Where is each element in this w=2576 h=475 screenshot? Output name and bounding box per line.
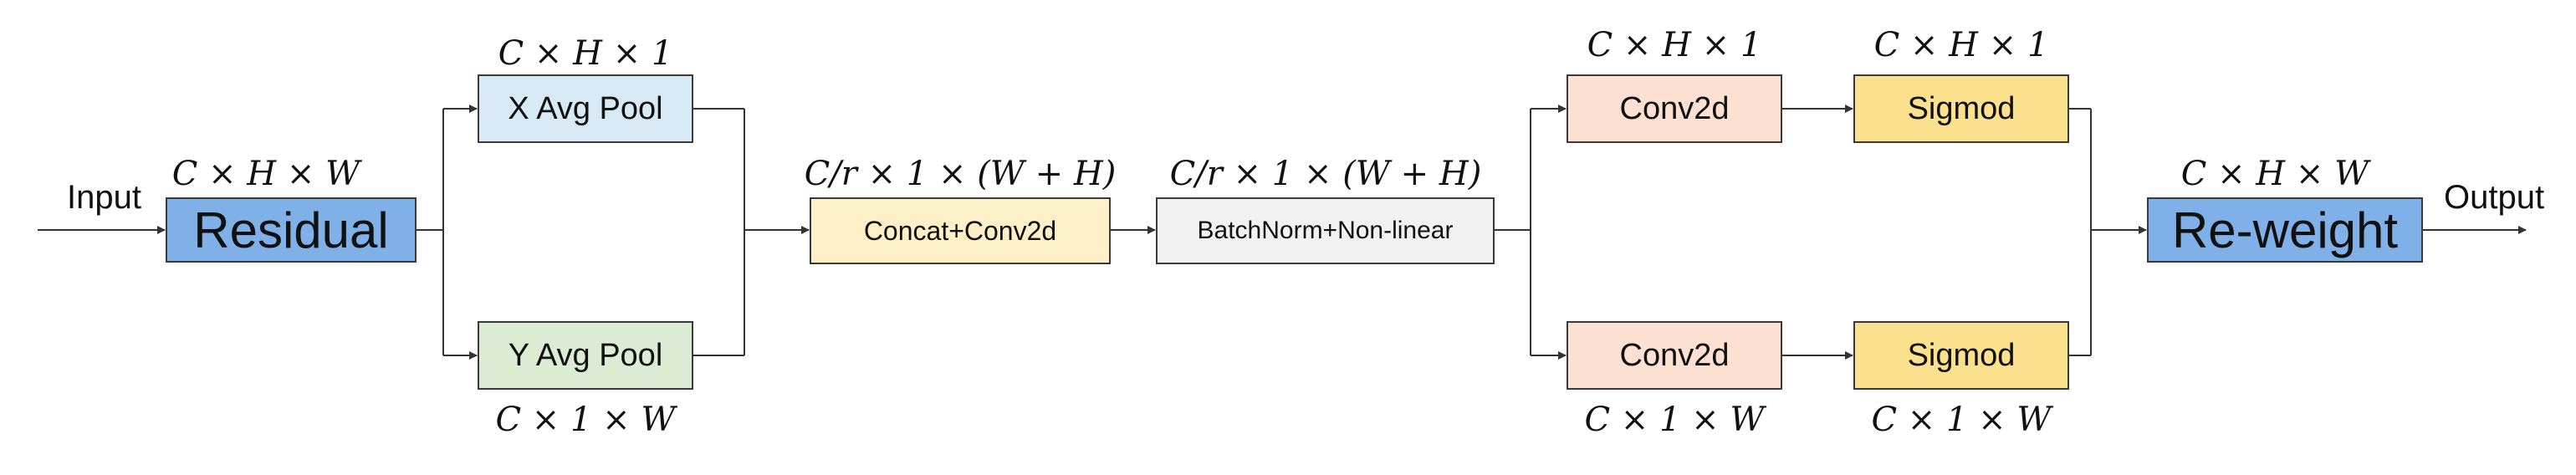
residual-dim-label: C × H × W	[171, 155, 360, 193]
output-label: Output	[2444, 179, 2545, 216]
conv-top-dim-label: C × H × 1	[1587, 26, 1762, 64]
conv2d-top-block: Conv2d	[1567, 74, 1782, 143]
concat-dim-label: C/r × 1 × (W + H)	[804, 155, 1117, 193]
batchnorm-dim-label: C/r × 1 × (W + H)	[1169, 155, 1482, 193]
conv-bottom-dim-label: C × 1 × W	[1584, 401, 1765, 439]
sigmoid-bottom-block: Sigmod	[1853, 321, 2069, 390]
reweight-dim-label: C × H × W	[2180, 155, 2369, 193]
sigmoid-top-dim-label: C × H × 1	[1873, 26, 2049, 64]
y-avg-pool-block: Y Avg Pool	[478, 321, 693, 390]
sigmoid-top-block: Sigmod	[1853, 74, 2069, 143]
batchnorm-nonlinear-block: BatchNorm+Non-linear	[1156, 197, 1495, 264]
sigmoid-bottom-dim-label: C × 1 × W	[1871, 401, 2052, 439]
reweight-block: Re-weight	[2147, 197, 2423, 263]
conv2d-bottom-block: Conv2d	[1567, 321, 1782, 390]
y-pool-dim-label: C × 1 × W	[495, 401, 676, 439]
concat-conv2d-block: Concat+Conv2d	[810, 197, 1111, 264]
residual-block: Residual	[166, 197, 417, 263]
x-avg-pool-block: X Avg Pool	[478, 74, 693, 143]
input-label: Input	[67, 179, 141, 216]
x-pool-dim-label: C × H × 1	[498, 34, 673, 73]
